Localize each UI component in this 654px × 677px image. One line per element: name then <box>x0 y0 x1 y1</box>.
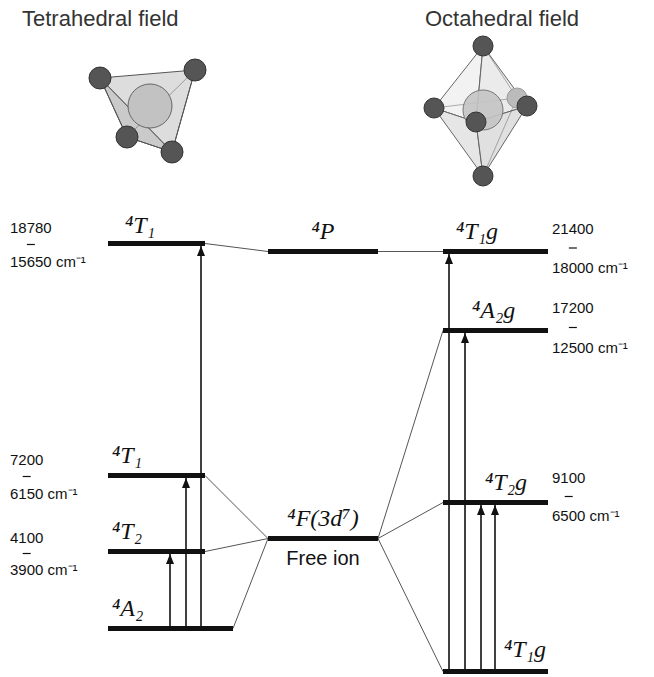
level-caption: Free ion <box>286 548 359 568</box>
transition-arrow <box>448 254 450 669</box>
tetrahedron <box>89 59 206 163</box>
term-symbol: ⁴F(3d⁷) <box>287 506 358 530</box>
ligand <box>473 166 493 186</box>
energy-value: 6500 cm⁻¹ <box>552 508 620 523</box>
range-dash <box>569 327 577 328</box>
correlation-line <box>205 539 268 552</box>
ligand <box>517 96 537 116</box>
ligand <box>424 98 444 118</box>
energy-value: 15650 cm⁻¹ <box>10 254 86 269</box>
ligand <box>116 126 138 148</box>
tetra-edge <box>172 70 195 152</box>
energy-level: ⁴A₂ <box>108 626 233 631</box>
range-dash <box>23 476 31 477</box>
ligand <box>473 36 493 56</box>
transition-arrow <box>480 505 482 669</box>
ligand <box>161 141 183 163</box>
energy-level: ⁴T₂g91006500 cm⁻¹ <box>443 500 548 505</box>
term-symbol: ⁴T₁ <box>125 213 155 237</box>
term-symbol: ⁴A₂g <box>472 298 515 322</box>
correlation-line <box>233 539 268 629</box>
transition-arrow <box>169 554 171 626</box>
energy-value: 12500 cm⁻¹ <box>552 340 628 355</box>
energy-level: ⁴T₂41003900 cm⁻¹ <box>108 549 205 554</box>
correlation-line <box>378 503 443 539</box>
correlation-line <box>378 331 443 539</box>
energy-value: 4100 <box>10 530 43 545</box>
ligand <box>89 67 111 89</box>
energy-level: ⁴F(3d⁷)Free ion <box>268 536 378 541</box>
range-dash <box>565 496 573 497</box>
term-symbol: ⁴T₁g <box>456 219 498 243</box>
energy-value: 21400 <box>552 221 594 236</box>
energy-value: 6150 cm⁻¹ <box>10 486 78 501</box>
correlation-line <box>378 539 443 672</box>
central-ion <box>128 84 172 128</box>
energy-level: ⁴T₁g <box>443 669 548 674</box>
energy-level: ⁴T₁1878015650 cm⁻¹ <box>108 241 205 246</box>
term-symbol: ⁴T₂g <box>485 470 527 494</box>
range-dash <box>27 244 35 245</box>
energy-level: ⁴A₂g1720012500 cm⁻¹ <box>443 328 548 333</box>
field-title: Octahedral field <box>425 8 579 30</box>
energy-value: 9100 <box>552 470 585 485</box>
energy-value: 18780 <box>10 220 52 235</box>
ligand <box>184 59 206 81</box>
tetra-edge <box>127 70 195 137</box>
transition-arrow <box>200 246 202 626</box>
correlation-line <box>205 476 268 539</box>
field-title: Tetrahedral field <box>22 8 179 30</box>
range-dash <box>569 247 577 248</box>
term-symbol: ⁴T₂ <box>112 519 142 543</box>
ligand <box>466 112 486 132</box>
term-symbol: ⁴T₁ <box>112 443 142 467</box>
energy-value: 7200 <box>10 452 43 467</box>
term-symbol: ⁴P <box>311 219 334 243</box>
tetra-face <box>100 70 195 152</box>
energy-level: ⁴T₁72006150 cm⁻¹ <box>108 473 205 478</box>
term-symbol: ⁴T₁g <box>504 637 546 661</box>
energy-level: ⁴P <box>268 249 378 254</box>
energy-value: 18000 cm⁻¹ <box>552 260 628 275</box>
tetra-face <box>100 78 172 152</box>
energy-value: 3900 cm⁻¹ <box>10 562 78 577</box>
energy-level: ⁴T₁g2140018000 cm⁻¹ <box>443 249 548 254</box>
correlation-line <box>378 251 443 252</box>
correlation-line <box>205 244 268 252</box>
term-symbol: ⁴A₂ <box>112 596 143 620</box>
energy-value: 17200 <box>552 300 594 315</box>
range-dash <box>23 553 31 554</box>
transition-arrow <box>494 505 496 669</box>
octahedron <box>424 36 537 186</box>
